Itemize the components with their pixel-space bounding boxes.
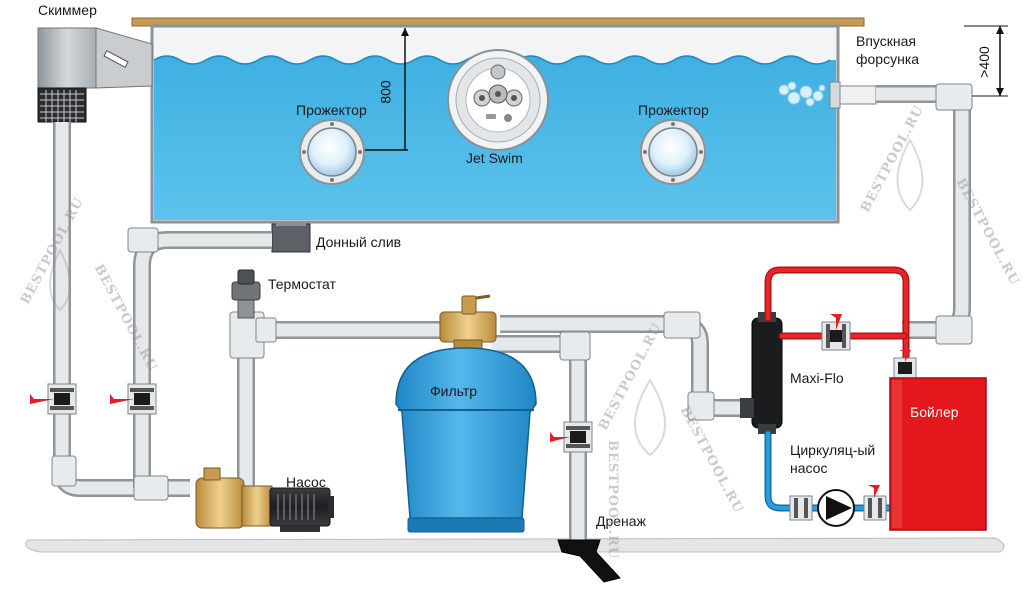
valve-drain (550, 421, 593, 453)
valve-skimmer (30, 383, 77, 415)
projector-left-lamp (299, 119, 365, 185)
label-jet-swim: Jet Swim (466, 150, 523, 166)
label-skimmer: Скиммер (38, 2, 97, 18)
label-inlet-nozzle-line2: форсунка (856, 51, 920, 67)
pipe-couplings (51, 83, 973, 501)
valve-boiler-inlet (893, 350, 917, 379)
label-pump: Насос (286, 474, 326, 490)
valve-heating-loop (821, 314, 851, 351)
valve-bottom-drain (110, 383, 157, 415)
skimmer (37, 27, 153, 123)
label-drain: Дренаж (596, 513, 646, 529)
ground (25, 537, 1005, 553)
label-depth-800: 800 (377, 80, 394, 104)
drain-outlet (557, 539, 621, 583)
label-maxiflo: Maxi-Flo (790, 370, 844, 386)
label-circulation-pump-line2: насос (790, 460, 828, 476)
maxiflo-exchanger (740, 312, 783, 434)
label-filter: Фильтр (430, 383, 478, 399)
circulation-pump (789, 485, 887, 527)
label-thermostat: Термостат (268, 276, 336, 292)
depth-dimension (362, 28, 409, 151)
label-boiler: Бойлер (910, 404, 959, 420)
boiler-unit (889, 377, 987, 531)
label-circulation-pump-line1: Циркуляц-ый (790, 442, 876, 458)
jet-swim-unit (447, 49, 549, 151)
skimmer-basket (37, 87, 87, 123)
watermark-drops (49, 137, 924, 457)
label-projector-left: Прожектор (296, 102, 367, 118)
label-inlet-nozzle-line1: Впускная (856, 33, 916, 49)
projector-right-lamp (640, 119, 706, 185)
label-projector-right: Прожектор (638, 102, 709, 118)
inlet-nozzle (778, 81, 877, 109)
label-height-400: >400 (975, 46, 992, 78)
bottom-drain (271, 222, 311, 253)
filter-tank (395, 294, 537, 533)
thermostat-sensor (231, 269, 261, 319)
heating-loop (764, 266, 910, 512)
pump-unit (195, 467, 334, 532)
label-bottom-drain: Донный слив (316, 234, 402, 250)
watermark: BESTPOOL.RU (605, 440, 620, 560)
